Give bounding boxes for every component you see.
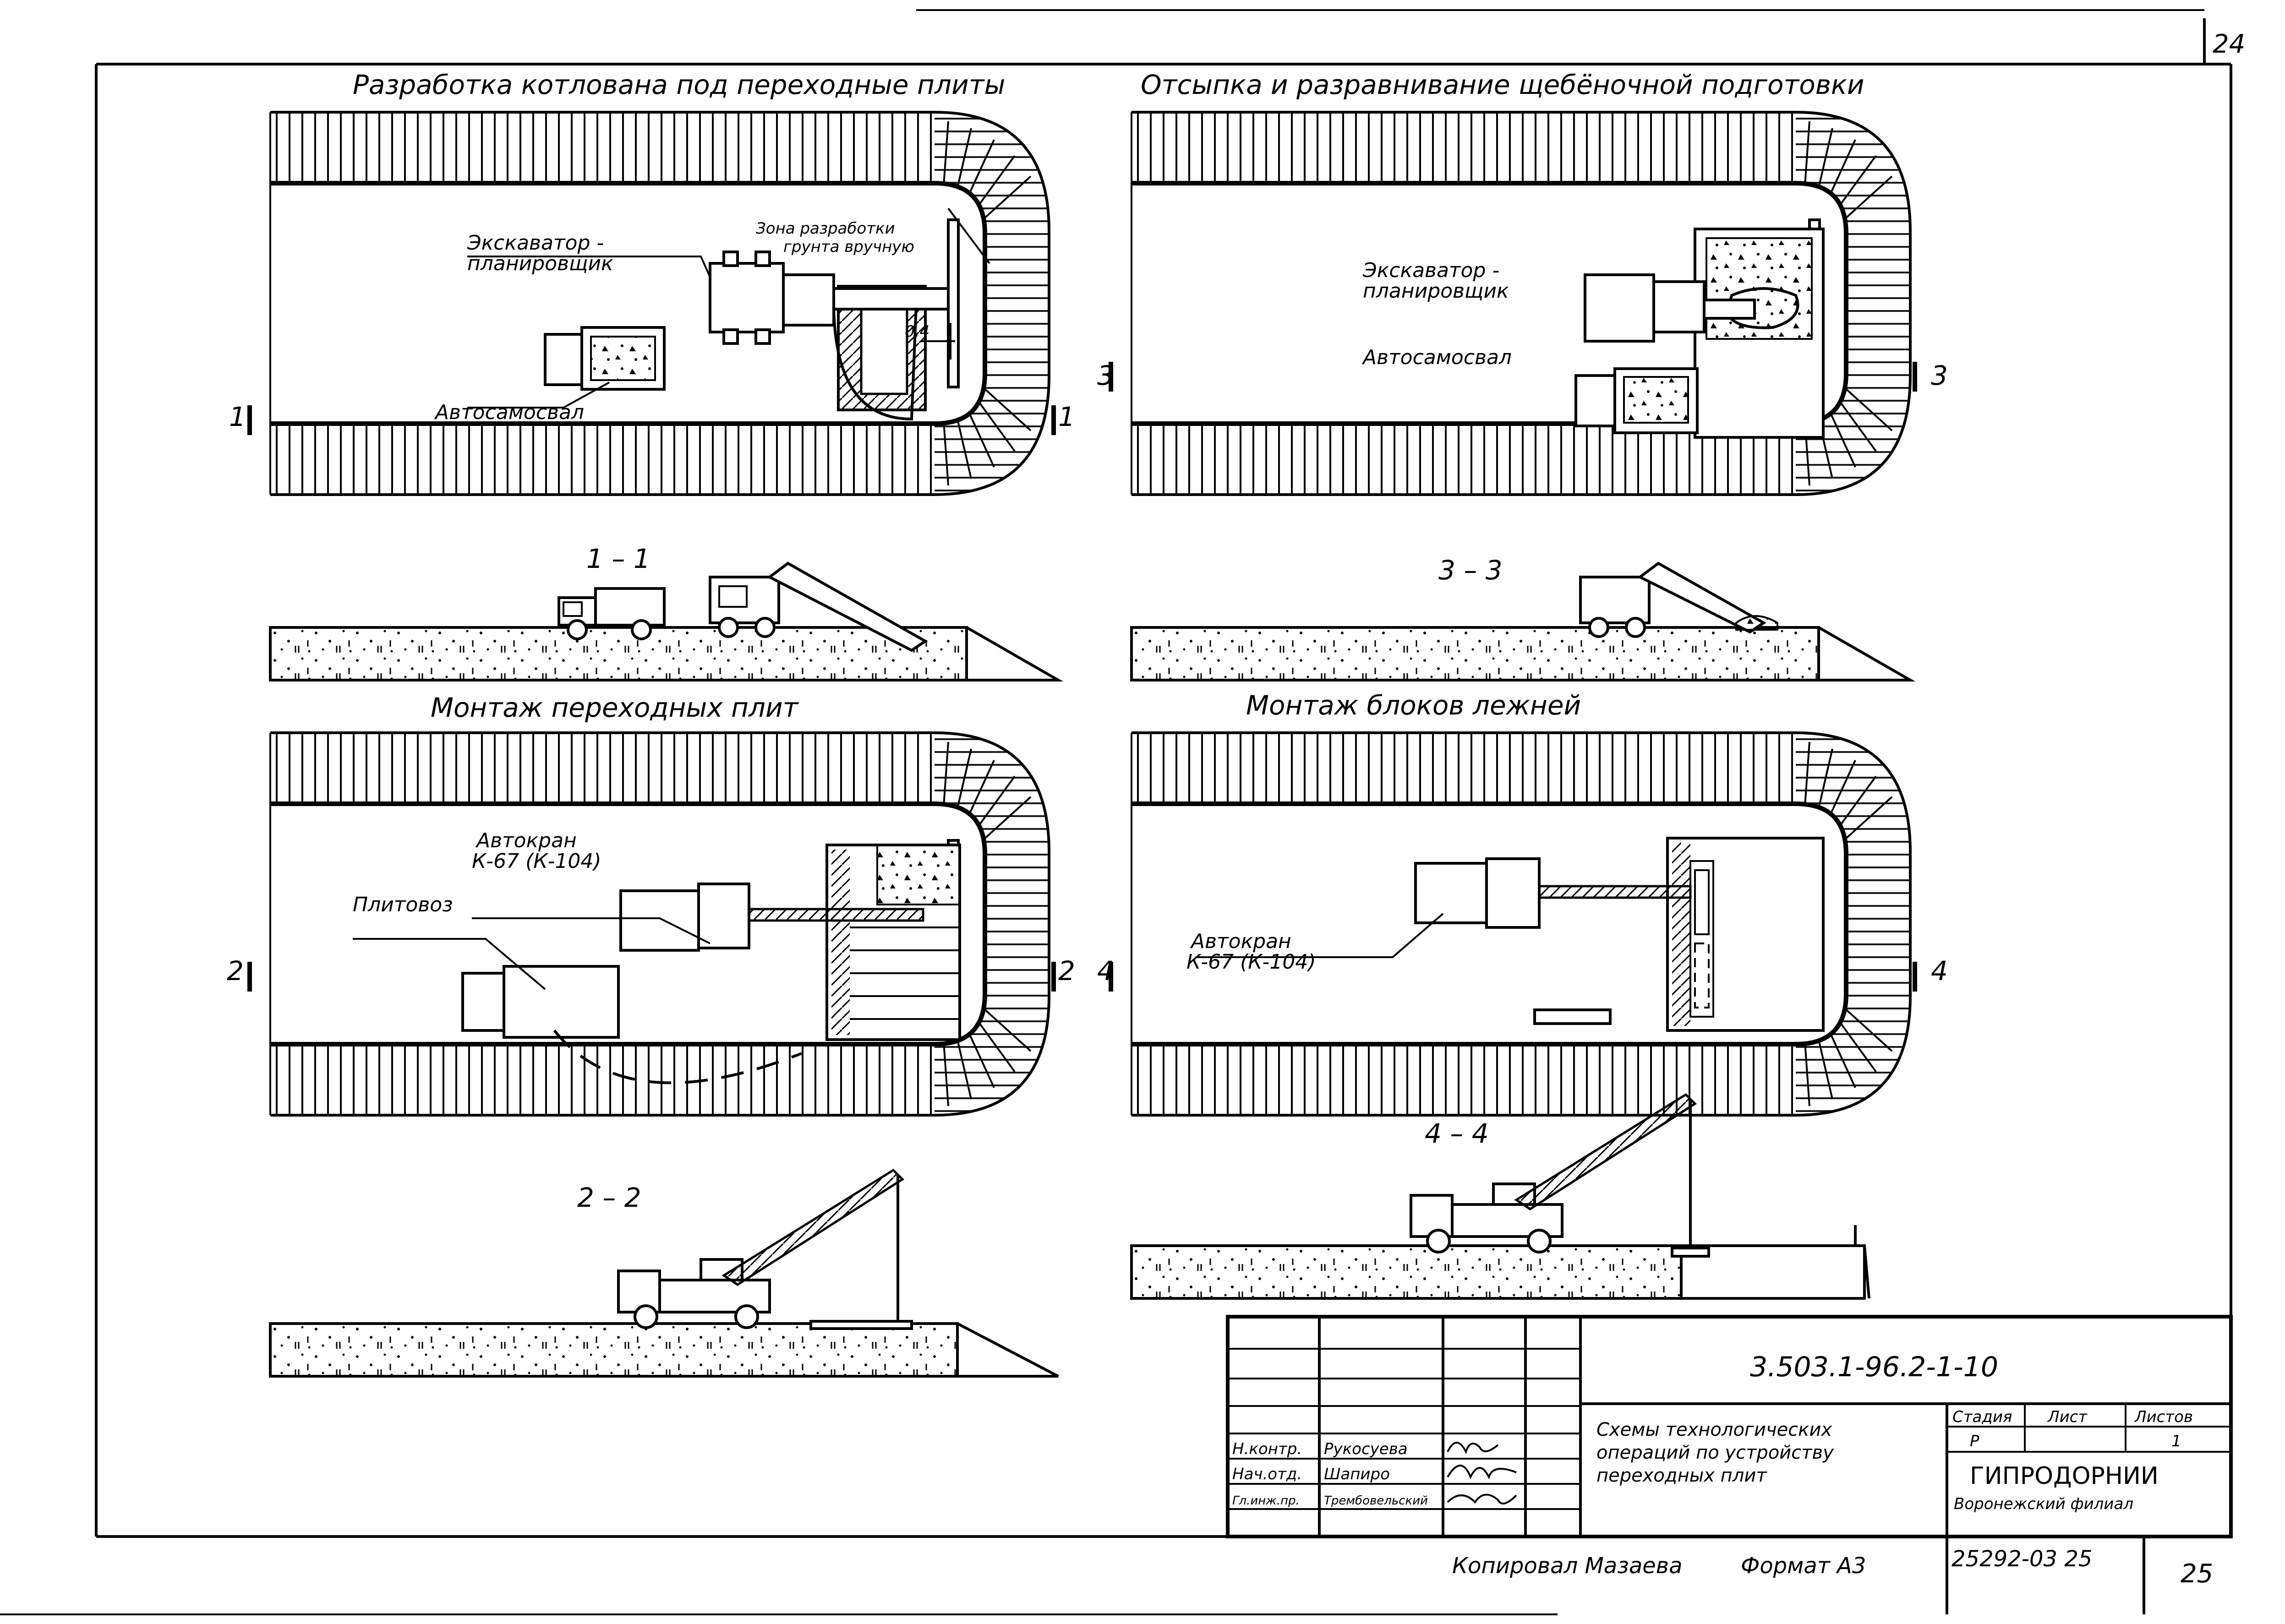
panel-title-gravel: Отсыпка и разравнивание щебёночной подго… [1141,69,1864,100]
sheet-frame [0,9,2232,1615]
name-3: Трембовельский [1324,1494,1428,1508]
section-mark-2-right: 2 [1058,955,1075,986]
org-branch: Воронежский филиал [1954,1495,2133,1513]
role-2: Нач.отд. [1232,1465,1302,1483]
label-excavator-line2: планировщик [467,252,613,275]
panel-slabs: Монтаж переходных плит [227,692,1075,1378]
inventory-number: 25292-03 25 [1952,1546,2092,1572]
section-title-3-3: 3 – 3 [1438,555,1503,586]
description-line3: переходных плит [1596,1465,1767,1486]
hdr-sheet: Лист [2047,1408,2088,1426]
section-view-2-2 [269,1168,1059,1378]
label-slab-truck: Плитовоз [353,893,453,916]
label-excavator-line1: Экскаватор - [467,231,604,255]
role-3: Гл.инж.пр. [1232,1494,1300,1508]
section-mark-1-right: 1 [1058,401,1075,432]
label-crane-line2: К-67 (К-104) [472,850,601,873]
section-view-3-3 [1130,561,1916,681]
panel-sleepers: Монтаж блоков лежней Автокран К-67 (К-10… [1097,690,1948,1300]
val-stage: Р [1970,1432,1979,1450]
footer [1946,1537,2145,1614]
section-mark-4-left: 4 [1097,955,1114,986]
format-label: Формат А3 [1741,1553,1866,1579]
label-zone-line2: грунта вручную [783,238,914,256]
section-view-1-1 [269,561,1064,681]
label-dump-truck-b: Автосамосвал [1361,346,1512,369]
label-crane-line1-b: Автокран [1190,930,1291,953]
label-excavator-line1-b: Экскаватор - [1362,259,1499,282]
section-mark-4-right: 4 [1931,955,1948,986]
org-name: ГИПРОДОРНИИ [1970,1462,2159,1490]
title-block [1226,1315,2233,1538]
section-mark-2-left: 2 [227,955,244,986]
label-crane-line1: Автокран [475,829,577,852]
panel-title-slabs: Монтаж переходных плит [431,692,799,723]
name-2: Шапиро [1324,1465,1390,1483]
label-crane-line2-b: К-67 (К-104) [1186,950,1316,974]
section-mark-3-right: 3 [1931,360,1948,391]
description-line1: Схемы технологических [1596,1419,1832,1440]
section-mark-1-left: 1 [229,401,246,432]
val-sheets: 1 [2171,1432,2181,1450]
signatures [1447,1442,1517,1504]
section-mark-3-left: 3 [1097,360,1114,391]
name-1: Рукосуева [1324,1440,1408,1458]
sheet-number-top: 24 [2213,29,2245,59]
hdr-sheets: Листов [2134,1408,2193,1426]
hdr-stage: Стадия [1952,1408,2012,1426]
panel-excavation: Разработка котлована под переходные плит… [229,69,1075,681]
doc-code: 3.503.1-96.2-1-10 [1750,1351,1998,1383]
description-line2: операций по устройству [1596,1442,1834,1463]
panel-title-excavation: Разработка котлована под переходные плит… [353,69,1005,100]
panel-title-sleepers: Монтаж блоков лежней [1246,690,1581,721]
section-title-1-1: 1 – 1 [586,543,651,574]
copied-by: Копировал Мазаева [1452,1553,1683,1579]
label-dump-truck: Автосамосвал [434,401,584,424]
role-1: Н.контр. [1232,1440,1302,1458]
section-title-2-2: 2 – 2 [577,1182,641,1213]
label-excavator-line2-b: планировщик [1363,279,1509,303]
section-title-4-4: 4 – 4 [1425,1118,1489,1149]
label-dim-04: 0.4 [905,322,929,341]
label-zone-line1: Зона разработки [756,219,895,238]
section-view-4-4 [1130,1093,1870,1300]
sheet-number-bottom: 25 [2181,1559,2213,1589]
panel-gravel: Отсыпка и разравнивание щебёночной подго… [1097,69,1948,681]
